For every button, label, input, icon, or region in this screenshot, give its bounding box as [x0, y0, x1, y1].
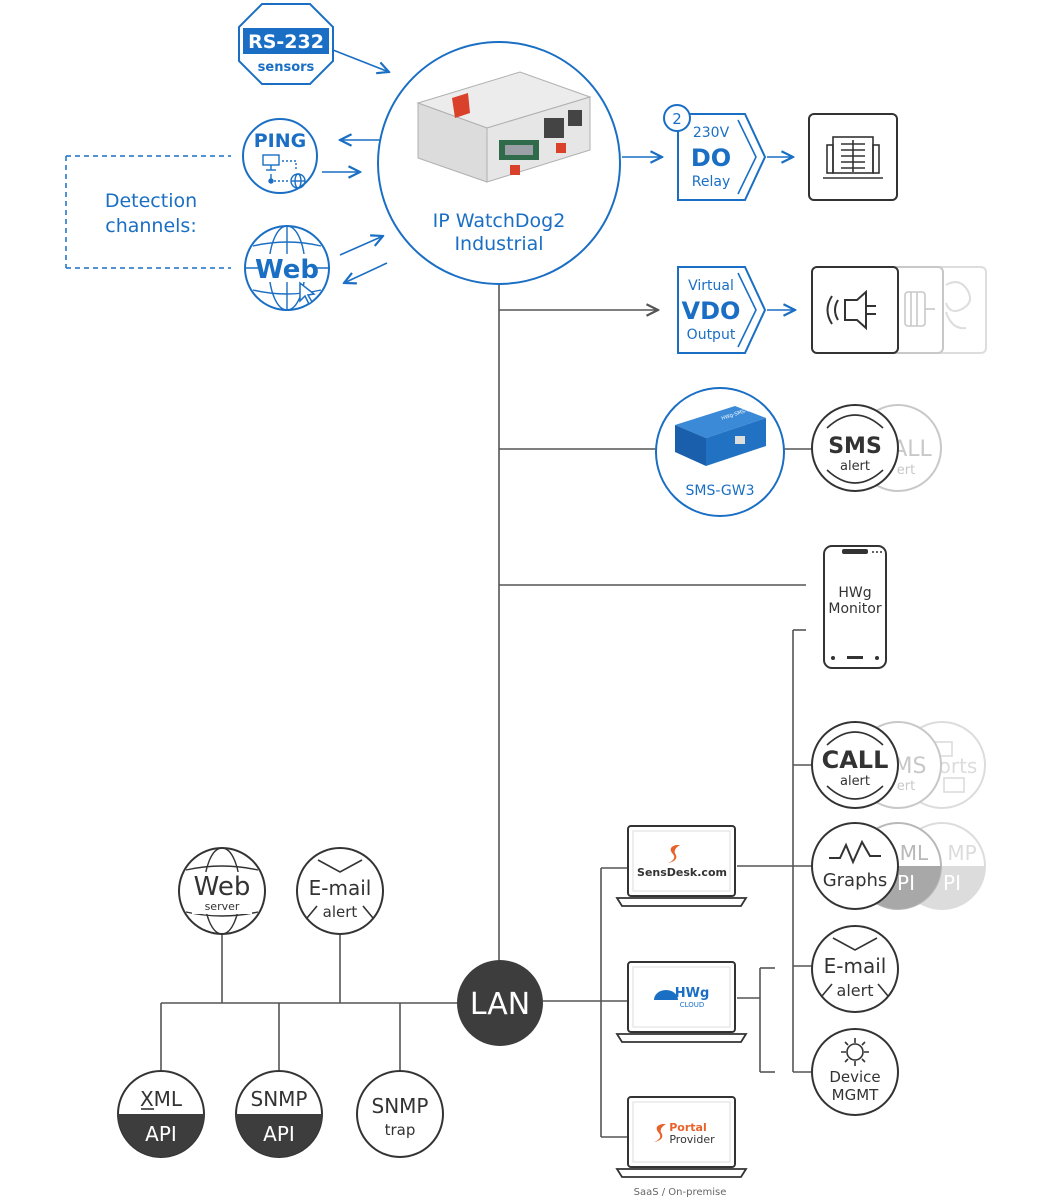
snmp-api-bottom: API: [263, 1122, 295, 1146]
graphs-ghost2-top: MP: [947, 841, 976, 865]
graphs-node[interactable]: Graphs: [811, 822, 899, 910]
do-relay-output[interactable]: 2 230V DO Relay: [663, 104, 767, 201]
call-ghost2-main: orts: [939, 754, 978, 778]
speaker-icon: [826, 289, 876, 331]
graphs-ghost2-bottom: PI: [943, 871, 961, 895]
cursor-icon: [299, 281, 316, 306]
vdo-top: Virtual: [688, 278, 734, 294]
call-alert[interactable]: CALL alert: [811, 721, 899, 809]
xml-api-bottom: API: [145, 1122, 177, 1146]
email-right-main: E-mail: [824, 954, 887, 978]
sms-alert[interactable]: SMS alert: [811, 404, 899, 492]
blue-arrows: [322, 49, 795, 310]
snmp-trap-node[interactable]: SNMP trap: [356, 1070, 444, 1158]
web-server-main: Web: [194, 872, 251, 902]
rs232-sensors-badge[interactable]: RS-232 sensors: [238, 3, 334, 85]
watchdog-device-image: [416, 71, 592, 183]
do-relay-badge: 2: [672, 110, 682, 128]
graphs-ghost1-bottom: PI: [897, 871, 915, 895]
web-server-node[interactable]: Web server: [178, 847, 266, 935]
call-ghost1-sub: ert: [897, 779, 915, 794]
snmp-trap-sub: trap: [385, 1121, 416, 1139]
sms-gw3-label: SMS-GW3: [685, 483, 754, 499]
email-left-main: E-mail: [309, 876, 372, 900]
sms-alert-sub: alert: [840, 459, 870, 474]
lan-node[interactable]: LAN: [457, 960, 543, 1046]
device-mgmt-line2: MGMT: [832, 1086, 880, 1104]
device-mgmt-node[interactable]: Device MGMT: [811, 1028, 899, 1116]
siren-tile[interactable]: [811, 266, 899, 354]
detection-bracket: [65, 155, 231, 269]
portal-logo-icon: [654, 1124, 666, 1142]
hwg-cloud-laptop[interactable]: HWg CLOUD: [615, 961, 748, 1043]
sms-alert-main: SMS: [828, 434, 882, 459]
web-server-sub: server: [205, 900, 240, 913]
snmp-api-top: SNMP: [251, 1087, 308, 1111]
center-title-line2: Industrial: [454, 233, 543, 255]
sensdesk-laptop[interactable]: SensDesk.com: [615, 825, 748, 907]
sms-gw3-device-image: HWg-SMS-GW3: [675, 404, 766, 466]
detection-label-line2: channels:: [105, 215, 196, 237]
portal-provider-laptop[interactable]: Portal Provider: [615, 1096, 748, 1178]
envelope-icon-left: [317, 859, 363, 873]
lan-label: LAN: [470, 987, 530, 1022]
hwg-monitor-line1: HWg: [838, 585, 871, 601]
do-relay-bottom: Relay: [692, 174, 730, 190]
envelope-flap-icon: [832, 937, 878, 951]
sensdesk-logo-icon: [668, 845, 680, 863]
rs232-subtitle: sensors: [258, 60, 315, 75]
device-mgmt-line1: Device: [829, 1068, 880, 1086]
xml-api-top: XML: [140, 1087, 183, 1111]
call-ghost1-main: MS: [894, 754, 927, 779]
hwg-cloud-icon: [654, 990, 678, 1000]
call-ghost-sub: ert: [897, 463, 915, 478]
hwg-monitor-line2: Monitor: [828, 601, 881, 617]
ping-channel[interactable]: PING: [242, 118, 318, 194]
hwg-cloud-main: HWg: [675, 986, 710, 1001]
ip-watchdog2-industrial-node[interactable]: IP WatchDog2 Industrial: [377, 41, 621, 285]
hwg-monitor-phone[interactable]: HWg Monitor: [823, 545, 887, 669]
virtual-vdo-output[interactable]: Virtual VDO Output: [677, 266, 767, 354]
call-alert-main: CALL: [822, 746, 889, 774]
sensdesk-label: SensDesk.com: [637, 866, 727, 879]
email-left-sub: alert: [323, 903, 358, 921]
snmp-api-node[interactable]: SNMP API: [235, 1070, 323, 1158]
center-title-line1: IP WatchDog2: [433, 210, 566, 232]
snmp-trap-main: SNMP: [372, 1094, 429, 1118]
heater-icon: [904, 291, 935, 327]
web-channel[interactable]: Web: [244, 225, 330, 311]
sms-gw3-node[interactable]: HWg-SMS-GW3 SMS-GW3: [655, 387, 785, 517]
portal-line2: Provider: [669, 1133, 715, 1146]
portal-line1: Portal: [669, 1121, 707, 1134]
call-alert-sub: alert: [840, 774, 870, 789]
email-alert-right[interactable]: E-mail alert: [811, 925, 899, 1013]
connection-lines: [160, 282, 812, 1138]
graphs-ghost1-top: ML: [900, 841, 929, 865]
gear-icon: [841, 1038, 869, 1066]
email-alert-left[interactable]: E-mail alert: [296, 847, 384, 935]
web-channel-label: Web: [255, 255, 319, 285]
graph-line-icon: [829, 839, 881, 865]
email-right-sub: alert: [837, 981, 874, 1000]
ping-label: PING: [254, 130, 307, 152]
vdo-main: VDO: [682, 297, 741, 325]
detection-label-line1: Detection: [105, 190, 197, 212]
building-icon: [808, 113, 898, 201]
graphs-label: Graphs: [823, 870, 888, 891]
saas-label: SaaS / On-premise: [634, 1187, 727, 1198]
hwg-cloud-sub: CLOUD: [680, 1001, 705, 1009]
do-relay-main: DO: [691, 144, 731, 172]
do-relay-top: 230V: [693, 125, 730, 141]
rs232-title: RS-232: [248, 31, 324, 53]
vdo-bottom: Output: [687, 327, 736, 343]
ping-network-icon: [262, 154, 306, 189]
xml-api-node[interactable]: XML API: [117, 1070, 205, 1158]
